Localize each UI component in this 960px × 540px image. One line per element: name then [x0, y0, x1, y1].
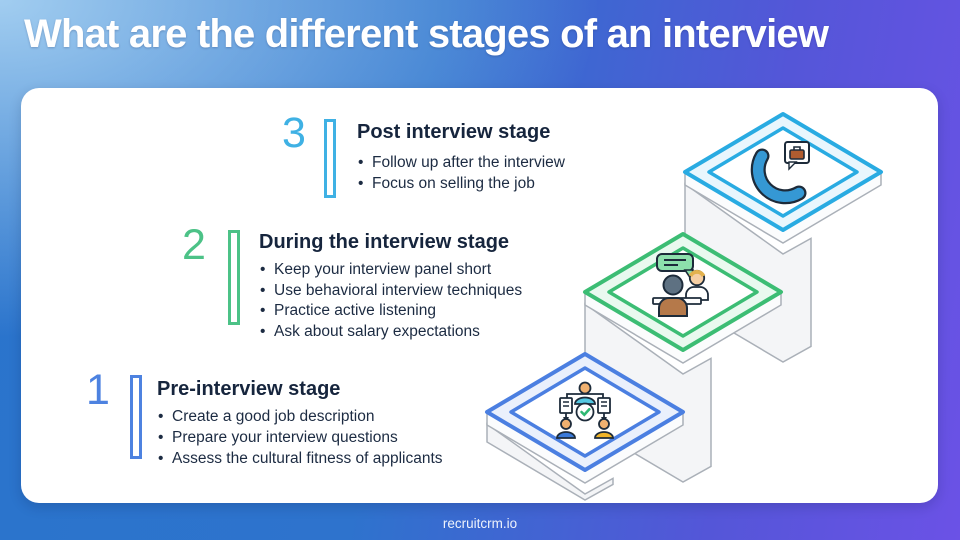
stage-2-number: 2 [182, 221, 206, 269]
stage-1-bullet-list: Create a good job description Prepare yo… [157, 406, 443, 469]
bullet-item: Follow up after the interview [357, 152, 565, 173]
page-title: What are the different stages of an inte… [24, 12, 829, 56]
stage-1-title: Pre-interview stage [157, 378, 341, 400]
stage-3-number: 3 [282, 109, 306, 157]
bullet-item: Focus on selling the job [357, 173, 565, 194]
candidate-selection-icon [556, 381, 614, 439]
stage-2-accent-bar [228, 230, 240, 325]
stage-3-title: Post interview stage [357, 121, 551, 143]
stage-2-title: During the interview stage [259, 231, 510, 253]
bullet-item: Create a good job description [157, 406, 443, 427]
stage-1-number: 1 [86, 366, 110, 414]
stage-2-bullet-list: Keep your interview panel short Use beha… [259, 260, 522, 342]
stage-1-accent-bar [130, 375, 142, 459]
bullet-item: Use behavioral interview techniques [259, 281, 522, 302]
staircase-graphic [485, 112, 883, 501]
phone-call-icon [750, 141, 810, 205]
bullet-item: Assess the cultural fitness of applicant… [157, 448, 443, 469]
bullet-item: Prepare your interview questions [157, 427, 443, 448]
stair-step-1 [485, 352, 685, 501]
stage-3-accent-bar [324, 119, 336, 198]
bullet-item: Keep your interview panel short [259, 260, 522, 281]
interview-conversation-icon [652, 253, 709, 317]
footer-brand: recruitcrm.io [442, 515, 518, 531]
stage-3-bullet-list: Follow up after the interview Focus on s… [357, 152, 565, 194]
bullet-item: Practice active listening [259, 301, 522, 322]
bullet-item: Ask about salary expectations [259, 322, 522, 343]
